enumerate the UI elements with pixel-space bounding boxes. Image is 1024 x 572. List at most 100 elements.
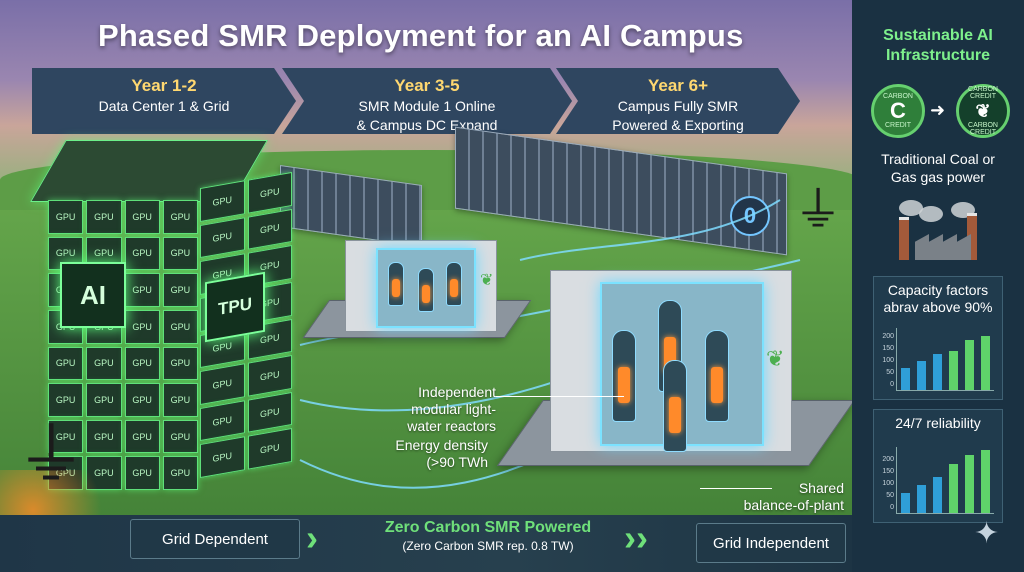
chimney [967, 213, 977, 260]
chimney [899, 217, 909, 260]
traditional-line2: Gas gas power [890, 169, 986, 185]
gpu-cell: GPU [200, 436, 245, 479]
gpu-cell: GPU [162, 346, 198, 381]
reactors-callout-line3: water reactors [407, 418, 496, 434]
phase-1-desc: Data Center 1 & Grid [98, 98, 230, 114]
capacity-line2: abrav above 90% [883, 299, 993, 315]
chart-2-bar [981, 450, 991, 513]
factory-icon [893, 200, 983, 260]
reactor-icon [388, 262, 404, 306]
reactor-icon [446, 262, 462, 306]
gpu-cell: GPU [162, 383, 198, 417]
gpu-cell: GPU [124, 309, 160, 344]
gpu-cell: GPU [200, 216, 245, 259]
phase-1: Year 1-2 Data Center 1 & Grid [32, 68, 296, 134]
gpu-cell: GPU [86, 383, 122, 417]
gpu-cell: GPU [247, 208, 292, 250]
gpu-cell: GPU [124, 456, 160, 490]
chart-2-ytick: 50 [886, 492, 894, 499]
chart-1-bar [981, 335, 991, 390]
reliability-bar-chart [896, 447, 994, 514]
reactors-leader-line [496, 396, 624, 397]
gpu-cell: GPU [124, 383, 160, 417]
carbon-credit-icon: CARBON C CREDIT [871, 84, 925, 138]
zero-carbon-label: Zero Carbon SMR Powered (Zero Carbon SMR… [338, 519, 638, 553]
capacity-card-title: Capacity factors abrav above 90% [874, 282, 1002, 316]
gpu-cell: GPU [48, 346, 84, 381]
smoke-icon [899, 200, 923, 216]
chevron-right-icon: ›› [624, 517, 648, 558]
reactor-icon [705, 330, 729, 422]
chart-1-ytick: 150 [882, 345, 894, 352]
gpu-cell: GPU [200, 180, 245, 222]
carbon-credit-badge-icon: CARBON CREDIT ❦ CARBON CREDIT [956, 84, 1010, 138]
chart-1-bar [932, 354, 942, 390]
traditional-power-label: Traditional Coal or Gas gas power [852, 150, 1024, 186]
reactor-icon [418, 268, 434, 312]
gpu-cell: GPU [200, 400, 245, 442]
grid-dependent-label: Grid Dependent [130, 519, 300, 559]
panel-title: Sustainable AI Infrastructure [852, 26, 1024, 66]
reactor-icon [612, 330, 636, 422]
reactors-callout: Independent modular light- water reactor… [386, 384, 496, 435]
gpu-cell: GPU [247, 428, 292, 470]
chart-2-bar [932, 476, 942, 513]
zero-carbon-title: Zero Carbon SMR Powered [384, 519, 592, 536]
gpu-cell: GPU [124, 273, 160, 307]
credit-right-bottom: CARBON CREDIT [968, 122, 998, 136]
gpu-cell: GPU [86, 419, 122, 454]
phase-3-year: Year 6+ [647, 76, 709, 95]
reactors-callout-line1: Independent [418, 384, 496, 400]
grid-independent-label: Grid Independent [696, 523, 846, 563]
gpu-cell: GPU [86, 346, 122, 381]
chart-1-ytick: 200 [882, 333, 894, 340]
gpu-cell: GPU [247, 355, 292, 397]
gpu-cell: GPU [86, 200, 122, 234]
ai-chip-icon: AI [60, 262, 126, 328]
bop-callout-line2: balance-of-plant [743, 497, 844, 513]
reactor-icon [663, 360, 687, 452]
chart-2-bar [916, 484, 926, 513]
credit-right-top: CARBON CREDIT [968, 86, 998, 100]
capacity-line1: Capacity factors [887, 282, 989, 298]
gpu-cell: GPU [48, 383, 84, 417]
leaf-icon: ❦ [480, 272, 494, 289]
credit-left-top: CARBON [883, 93, 913, 100]
traditional-line1: Traditional Coal or [881, 151, 995, 167]
panel-title-line1: Sustainable AI [883, 27, 993, 44]
chart-1-ytick: 0 [890, 381, 894, 388]
bop-callout: Shared balance-of-plant [728, 480, 844, 514]
gpu-cell: GPU [162, 200, 198, 234]
pylon-icon: ⏚ [16, 416, 86, 494]
energy-callout-line1: Energy density [395, 437, 488, 453]
leaf-icon: ❦ [766, 346, 785, 371]
chart-2-ytick: 0 [890, 504, 894, 511]
chart-2-bar [949, 463, 959, 513]
tpu-chip-icon: TPU [205, 271, 265, 343]
bop-leader-line [700, 488, 772, 489]
reactors-callout-line2: modular light- [411, 401, 496, 417]
gpu-cell: GPU [124, 200, 160, 234]
phase-3-desc-line1: Campus Fully SMR [617, 98, 739, 114]
gpu-cell: GPU [162, 456, 198, 490]
gpu-cell: GPU [162, 309, 198, 344]
pylon-icon: ⏚ [794, 184, 843, 237]
gpu-cell: GPU [162, 273, 198, 307]
gpu-cell: GPU [124, 419, 160, 454]
chart-1-ytick: 50 [886, 369, 894, 376]
energy-callout: Energy density (>90 TWh [384, 437, 488, 471]
sparkle-icon: ✦ [974, 517, 1000, 550]
chart-1-bar [949, 351, 959, 390]
smoke-icon [919, 206, 943, 222]
gpu-cell: GPU [124, 236, 160, 271]
gpu-cell: GPU [247, 171, 292, 214]
leaf-icon: ❦ [975, 101, 991, 121]
gpu-cell: GPU [162, 236, 198, 271]
chart-2-bar [900, 493, 910, 513]
gpu-cell: GPU [48, 200, 84, 234]
chart-2-ytick: 150 [882, 468, 894, 475]
chart-2-ytick: 200 [882, 456, 894, 463]
phase-3-desc-line2: Powered & Exporting [612, 117, 744, 133]
